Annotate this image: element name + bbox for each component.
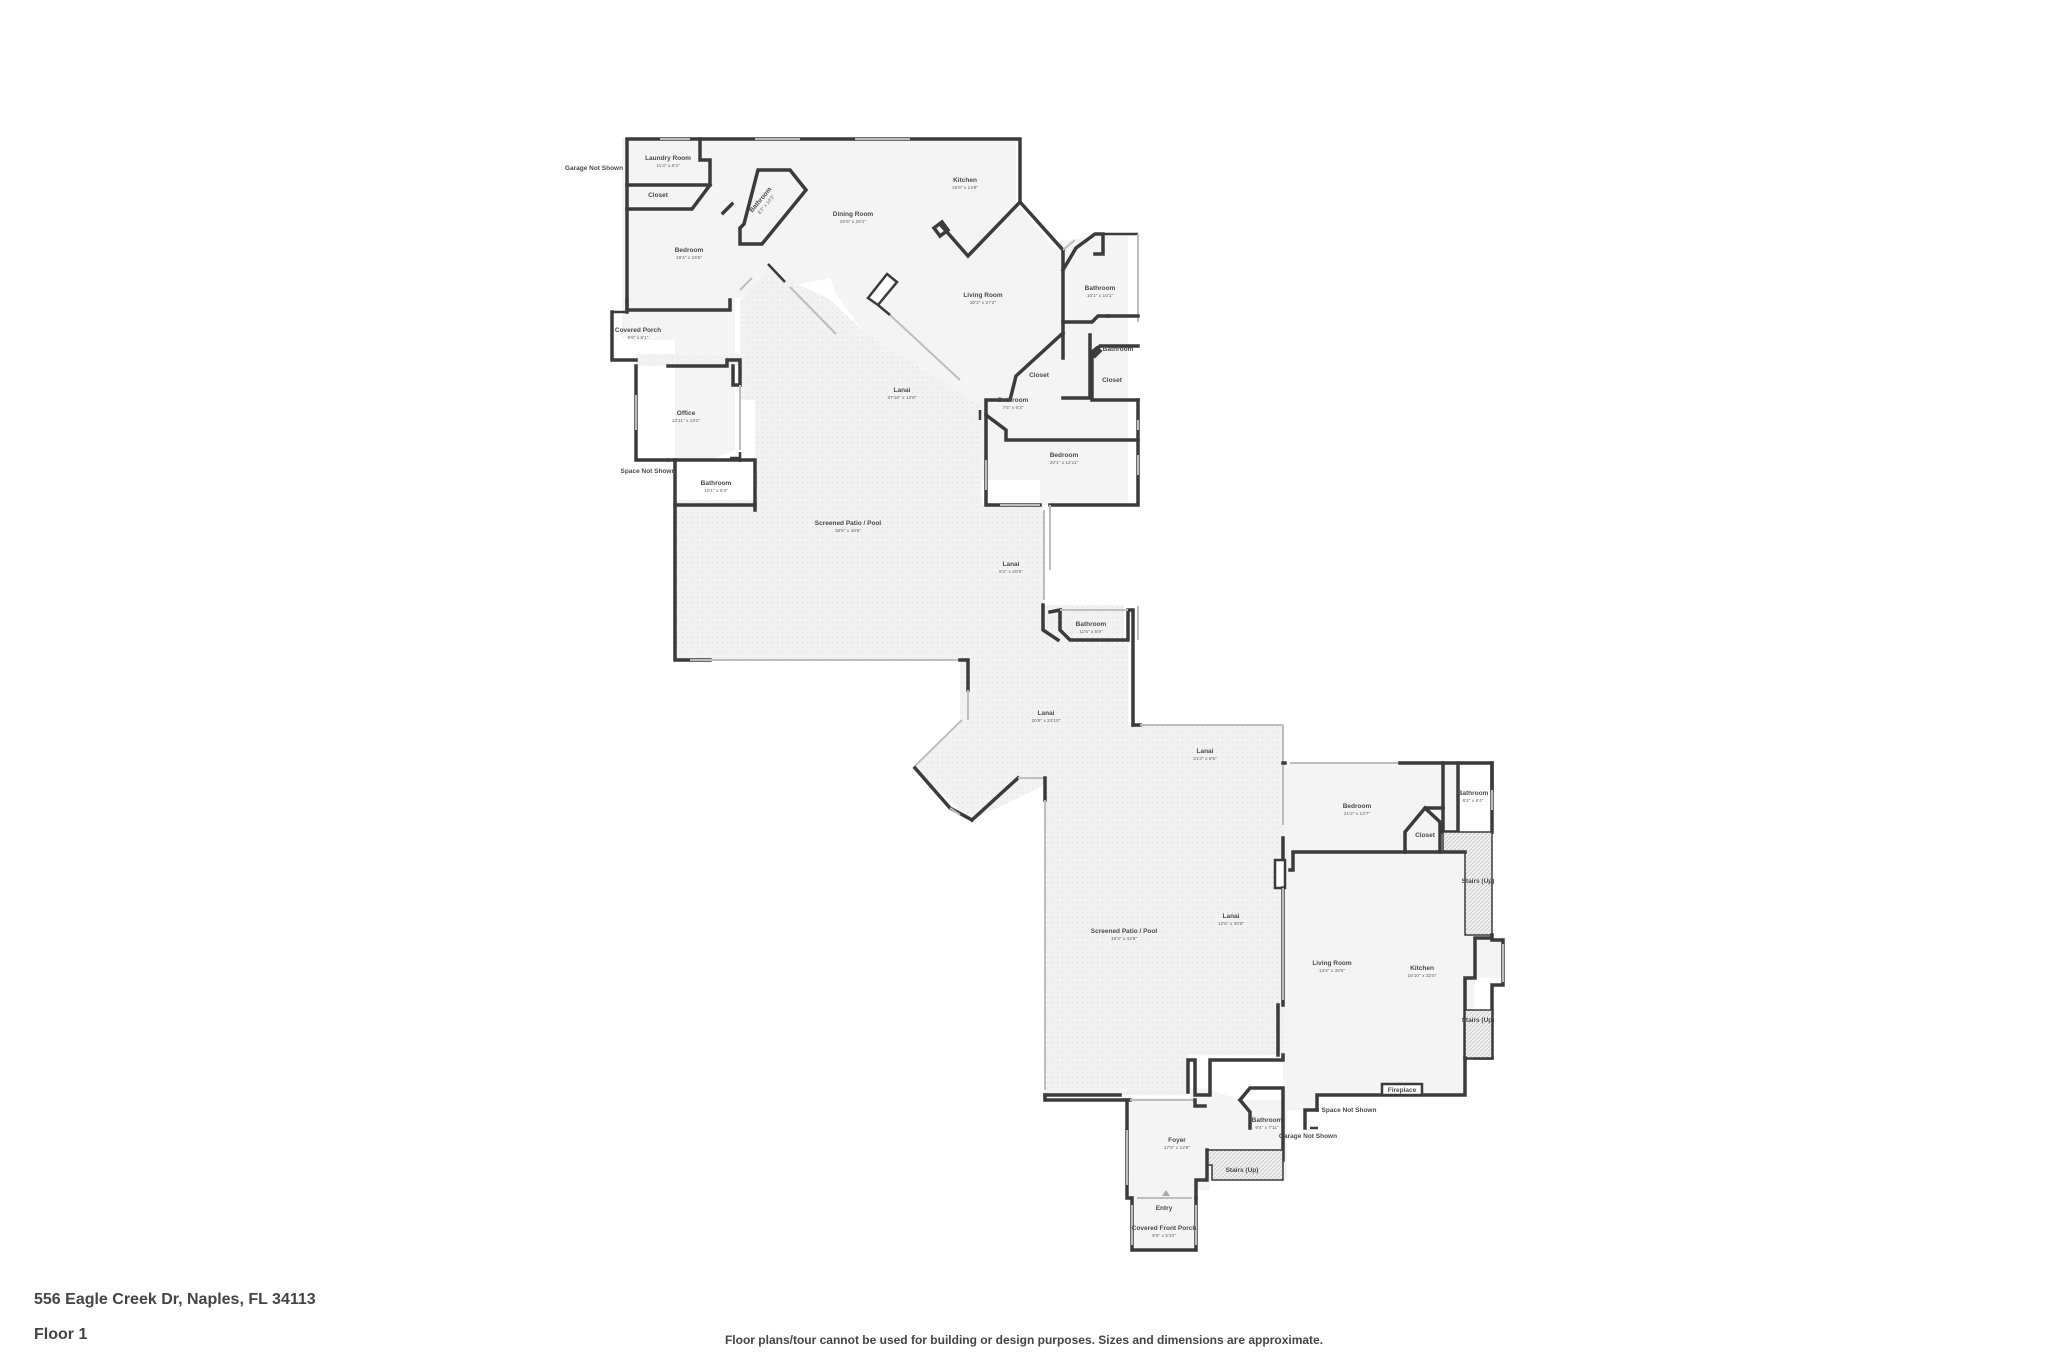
- room-garage-nw-name: Garage Not Shown: [565, 165, 623, 172]
- room-lanai-e-name: Lanai: [1003, 561, 1020, 568]
- room-kitchen-n-dim: 15'9" x 14'8": [952, 185, 979, 191]
- room-lanai-s-name: Lanai: [1197, 748, 1214, 755]
- room-bedroom-ne-dim: 20'1" x 12'11": [1050, 460, 1079, 466]
- room-bathroom-ne-dim: 10'1" x 10'1": [1087, 293, 1114, 299]
- room-kitchen-s-dim: 16'10" x 32'5": [1408, 973, 1437, 979]
- room-stairs-up3-name: Stairs (Up): [1226, 1167, 1259, 1174]
- room-office-dim: 13'11" x 15'2": [672, 418, 701, 424]
- room-bedroom-se-dim: 21'2" x 13'7": [1344, 811, 1371, 817]
- floor-label: Floor 1: [34, 1326, 88, 1343]
- room-closet-ne2-name: Closet: [1102, 377, 1123, 384]
- room-covered-porch-name: Covered Porch: [615, 327, 661, 334]
- room-lanai-n-name: Lanai: [894, 387, 911, 394]
- room-entry-name: Entry: [1156, 1205, 1173, 1212]
- room-laundry-dim: 11'3" x 6'3": [656, 163, 680, 169]
- room-front-porch-dim: 9'0" x 5'10": [1152, 1233, 1176, 1239]
- room-lanai-n-dim: 37'10" x 12'8": [888, 395, 917, 401]
- south-wing-walls: [1043, 725, 1505, 1252]
- room-lanai-s-dim: 21'4" x 6'5": [1193, 756, 1217, 762]
- room-front-porch-name: Covered Front Porch: [1132, 1225, 1197, 1232]
- room-lanai-c-name: Lanai: [1038, 710, 1055, 717]
- room-closet-ne1-name: Closet: [1029, 372, 1050, 379]
- room-bathroom-s-name: Bathroom: [1252, 1117, 1283, 1124]
- room-space-nw-name: Space Not Shown: [621, 468, 676, 475]
- room-bathroom-w-name: Bathroom: [701, 480, 732, 487]
- property-address: 556 Eagle Creek Dr, Naples, FL 34113: [34, 1291, 316, 1308]
- room-office-name: Office: [677, 410, 696, 417]
- room-patio-s-dim: 18'3" x 42'5": [1111, 936, 1138, 942]
- room-dining-name: Dining Room: [833, 211, 874, 218]
- room-lanai-sw-name: Lanai: [1223, 913, 1240, 920]
- room-patio-n-dim: 38'6" x 46'6": [835, 528, 862, 534]
- room-living-n-name: Living Room: [963, 292, 1003, 299]
- room-foyer-name: Foyer: [1168, 1137, 1186, 1144]
- room-living-n-dim: 30'2" x 27'2": [970, 300, 997, 306]
- room-laundry-name: Laundry Room: [645, 155, 691, 162]
- room-patio-n-name: Screened Patio / Pool: [815, 520, 882, 527]
- room-bathroom-w-dim: 10'1" x 5'4": [704, 488, 728, 494]
- room-kitchen-n-name: Kitchen: [953, 177, 977, 184]
- room-foyer-dim: 17'5" x 12'8": [1164, 1145, 1191, 1151]
- room-lanai-sw-dim: 12'6" x 38'9": [1218, 921, 1245, 927]
- room-bathroom-se-dim: 6'2" x 8'4": [1463, 798, 1484, 804]
- north-wing-walls: [610, 137, 1283, 1097]
- room-space-s-name: Space Not Shown: [1322, 1107, 1377, 1114]
- room-bathroom-ne-name: Bathroom: [1085, 285, 1116, 292]
- patio-north-area: [636, 272, 1283, 1095]
- north-wing-fill: [622, 138, 1128, 585]
- room-dining-dim: 20'6" x 26'1": [840, 219, 867, 225]
- room-lanai-e-dim: 8'1" x 20'5": [999, 569, 1023, 575]
- room-patio-s-name: Screened Patio / Pool: [1091, 928, 1158, 935]
- disclaimer-text: Floor plans/tour cannot be used for buil…: [724, 1333, 1324, 1347]
- room-closet-se-name: Closet: [1415, 832, 1436, 839]
- room-bedroom-se-name: Bedroom: [1343, 803, 1372, 810]
- room-bathroom-c-dim: 11'5" x 5'9": [1079, 629, 1103, 635]
- room-bedroom-nw-name: Bedroom: [675, 247, 704, 254]
- room-bathroom-s-dim: 6'4" x 7'11": [1255, 1125, 1279, 1131]
- room-bathroom-se-name: Bathroom: [1458, 790, 1489, 797]
- room-lanai-c-dim: 20'6" x 23'10": [1032, 718, 1061, 724]
- room-fireplace-name: Fireplace: [1388, 1087, 1417, 1094]
- room-bathroom-mid-name: Bathroom: [998, 397, 1029, 404]
- room-bathroom-c-name: Bathroom: [1076, 621, 1107, 628]
- room-kitchen-s-name: Kitchen: [1410, 965, 1434, 972]
- room-closet-nw-name: Closet: [648, 192, 669, 199]
- room-living-s-name: Living Room: [1312, 960, 1352, 967]
- porch-fill: [1132, 1198, 1196, 1248]
- room-stairs-up1-name: Stairs (Up): [1462, 878, 1495, 885]
- room-bathroom-ne-small-name: Bathroom: [1103, 346, 1134, 353]
- room-bathroom-mid-dim: 7'5" x 6'3": [1003, 405, 1024, 411]
- room-bedroom-nw-dim: 19'4" x 15'5": [676, 255, 703, 261]
- room-stairs-up2-name: Stairs (Up): [1462, 1017, 1495, 1024]
- room-bedroom-ne-name: Bedroom: [1050, 452, 1079, 459]
- room-living-s-dim: 13'6" x 38'5": [1319, 968, 1346, 974]
- room-labels: Laundry Room 11'3" x 6'3" Garage Not Sho…: [565, 155, 1495, 1239]
- room-covered-porch-dim: 6'6" x 6'1": [628, 335, 649, 341]
- room-garage-s-name: Garage Not Shown: [1279, 1133, 1337, 1140]
